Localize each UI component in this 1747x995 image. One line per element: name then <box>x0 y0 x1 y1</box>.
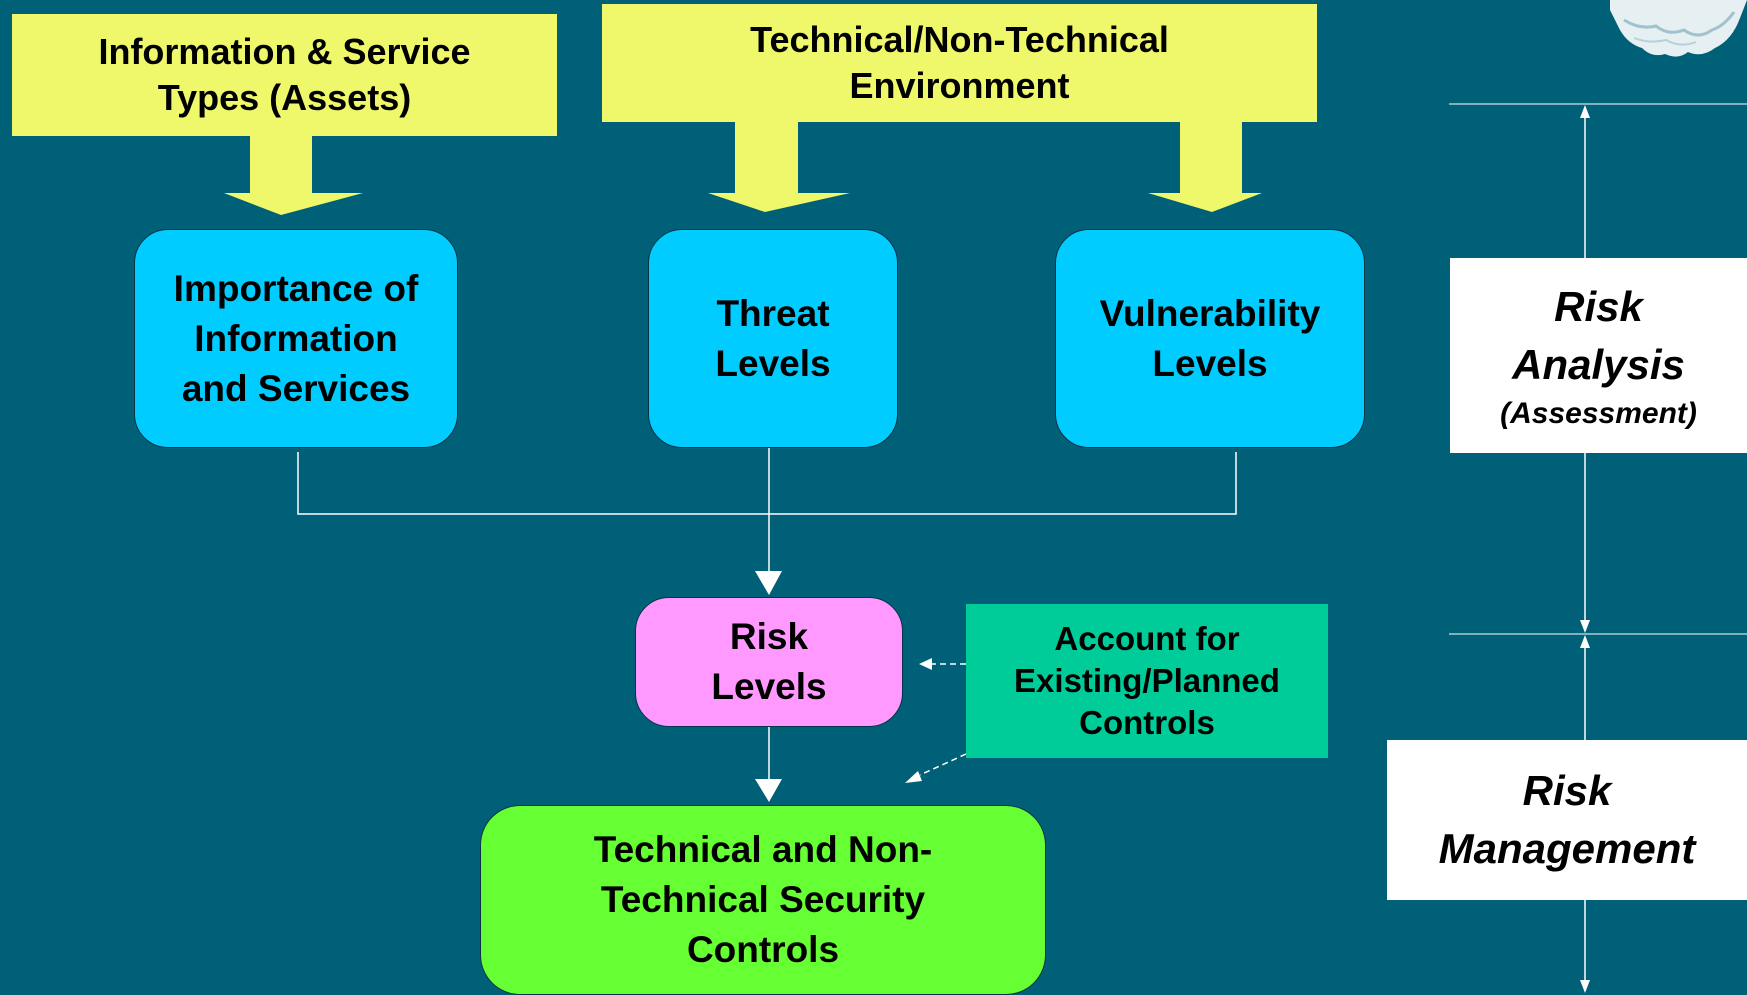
existing-to-risk-arrowhead <box>919 658 932 670</box>
management-top-arrowhead <box>1580 635 1590 648</box>
assets-arrow <box>224 122 363 215</box>
analysis-bottom-arrowhead <box>1580 620 1590 633</box>
risk-levels-box: Risk Levels <box>635 597 903 727</box>
analysis-top-arrowhead <box>1580 105 1590 118</box>
existing-to-controls-line <box>919 753 967 776</box>
risk-management-title: Risk Management <box>1438 767 1696 872</box>
existing-controls-box: Account for Existing/Planned Controls <box>966 604 1328 758</box>
assets-input-box: Information & Service Types (Assets) <box>12 14 557 136</box>
risk-analysis-subtitle: (Assessment) <box>1500 396 1697 430</box>
security-controls-box: Technical and Non- Technical Security Co… <box>480 805 1046 995</box>
vulnerability-levels-box: Vulnerability Levels <box>1055 229 1365 448</box>
existing-to-controls-arrowhead <box>905 771 922 783</box>
importance-box: Importance of Information and Services <box>134 229 458 448</box>
risk-analysis-title: Risk Analysis <box>1512 282 1685 388</box>
risk-arrowhead <box>755 571 782 595</box>
risk-analysis-label: Risk Analysis (Assessment) <box>1450 258 1747 453</box>
management-bottom-arrowhead <box>1580 980 1590 993</box>
environment-input-box: Technical/Non-Technical Environment <box>602 4 1317 122</box>
environment-vulnerability-arrow <box>1148 122 1262 212</box>
risk-management-label: Risk Management <box>1387 740 1747 900</box>
threat-levels-box: Threat Levels <box>648 229 898 448</box>
cloud-decoration <box>1610 0 1747 57</box>
environment-threat-arrow <box>708 122 850 212</box>
factors-merge-line <box>297 452 1237 515</box>
controls-arrowhead <box>755 779 782 802</box>
